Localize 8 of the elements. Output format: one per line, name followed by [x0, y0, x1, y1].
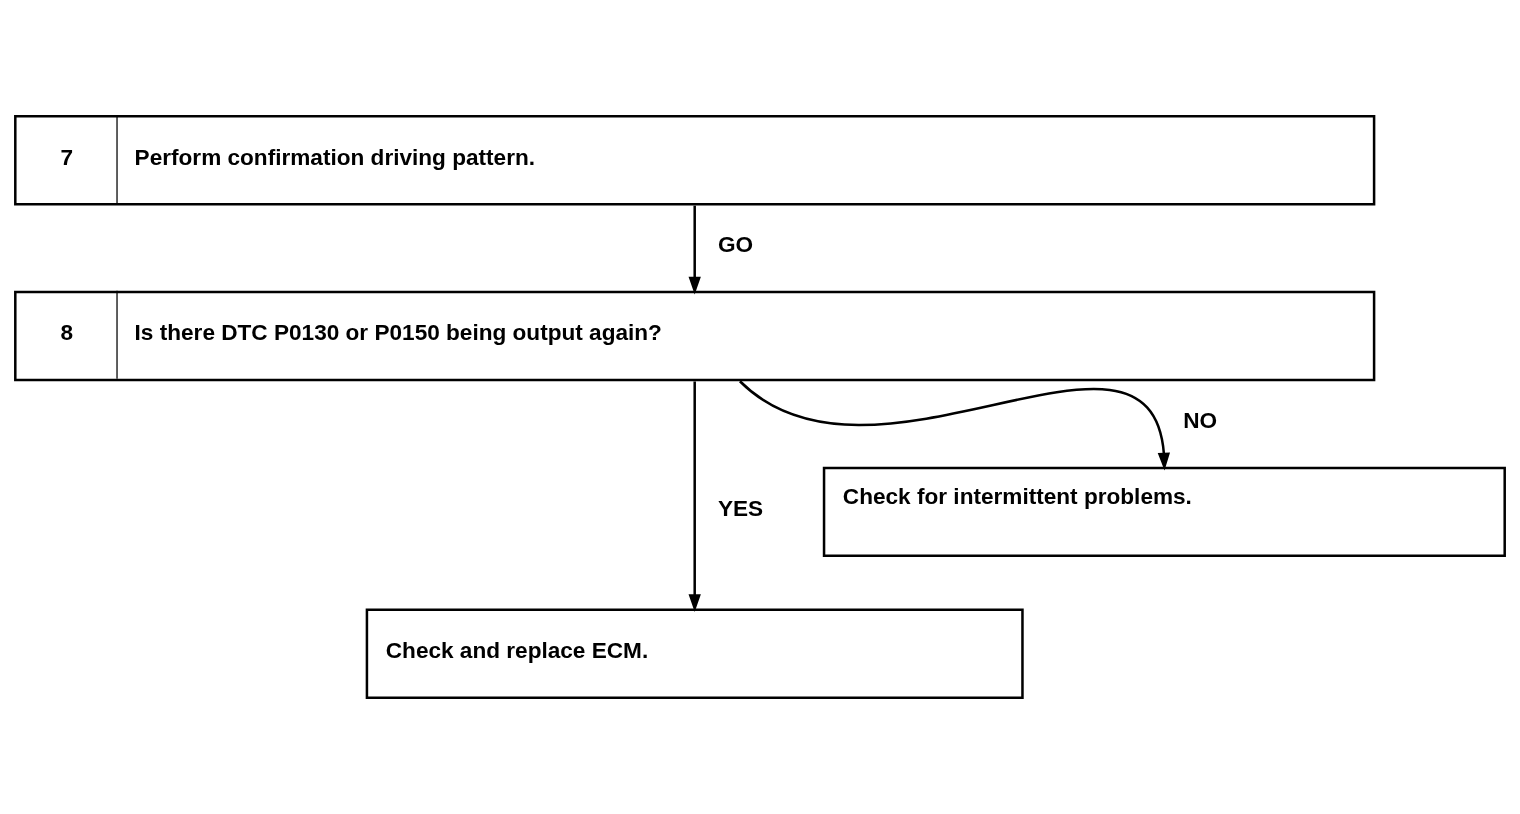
edge-label: GO: [717, 232, 754, 258]
arrow: [688, 381, 701, 612]
arrow: [688, 205, 701, 295]
node-box: Check for intermittent problems.: [822, 466, 1506, 558]
node-box: Check and replace ECM.: [365, 608, 1024, 699]
edge-label: NO: [1183, 408, 1218, 434]
edge-label: YES: [717, 496, 764, 522]
arrow: [739, 380, 1171, 471]
